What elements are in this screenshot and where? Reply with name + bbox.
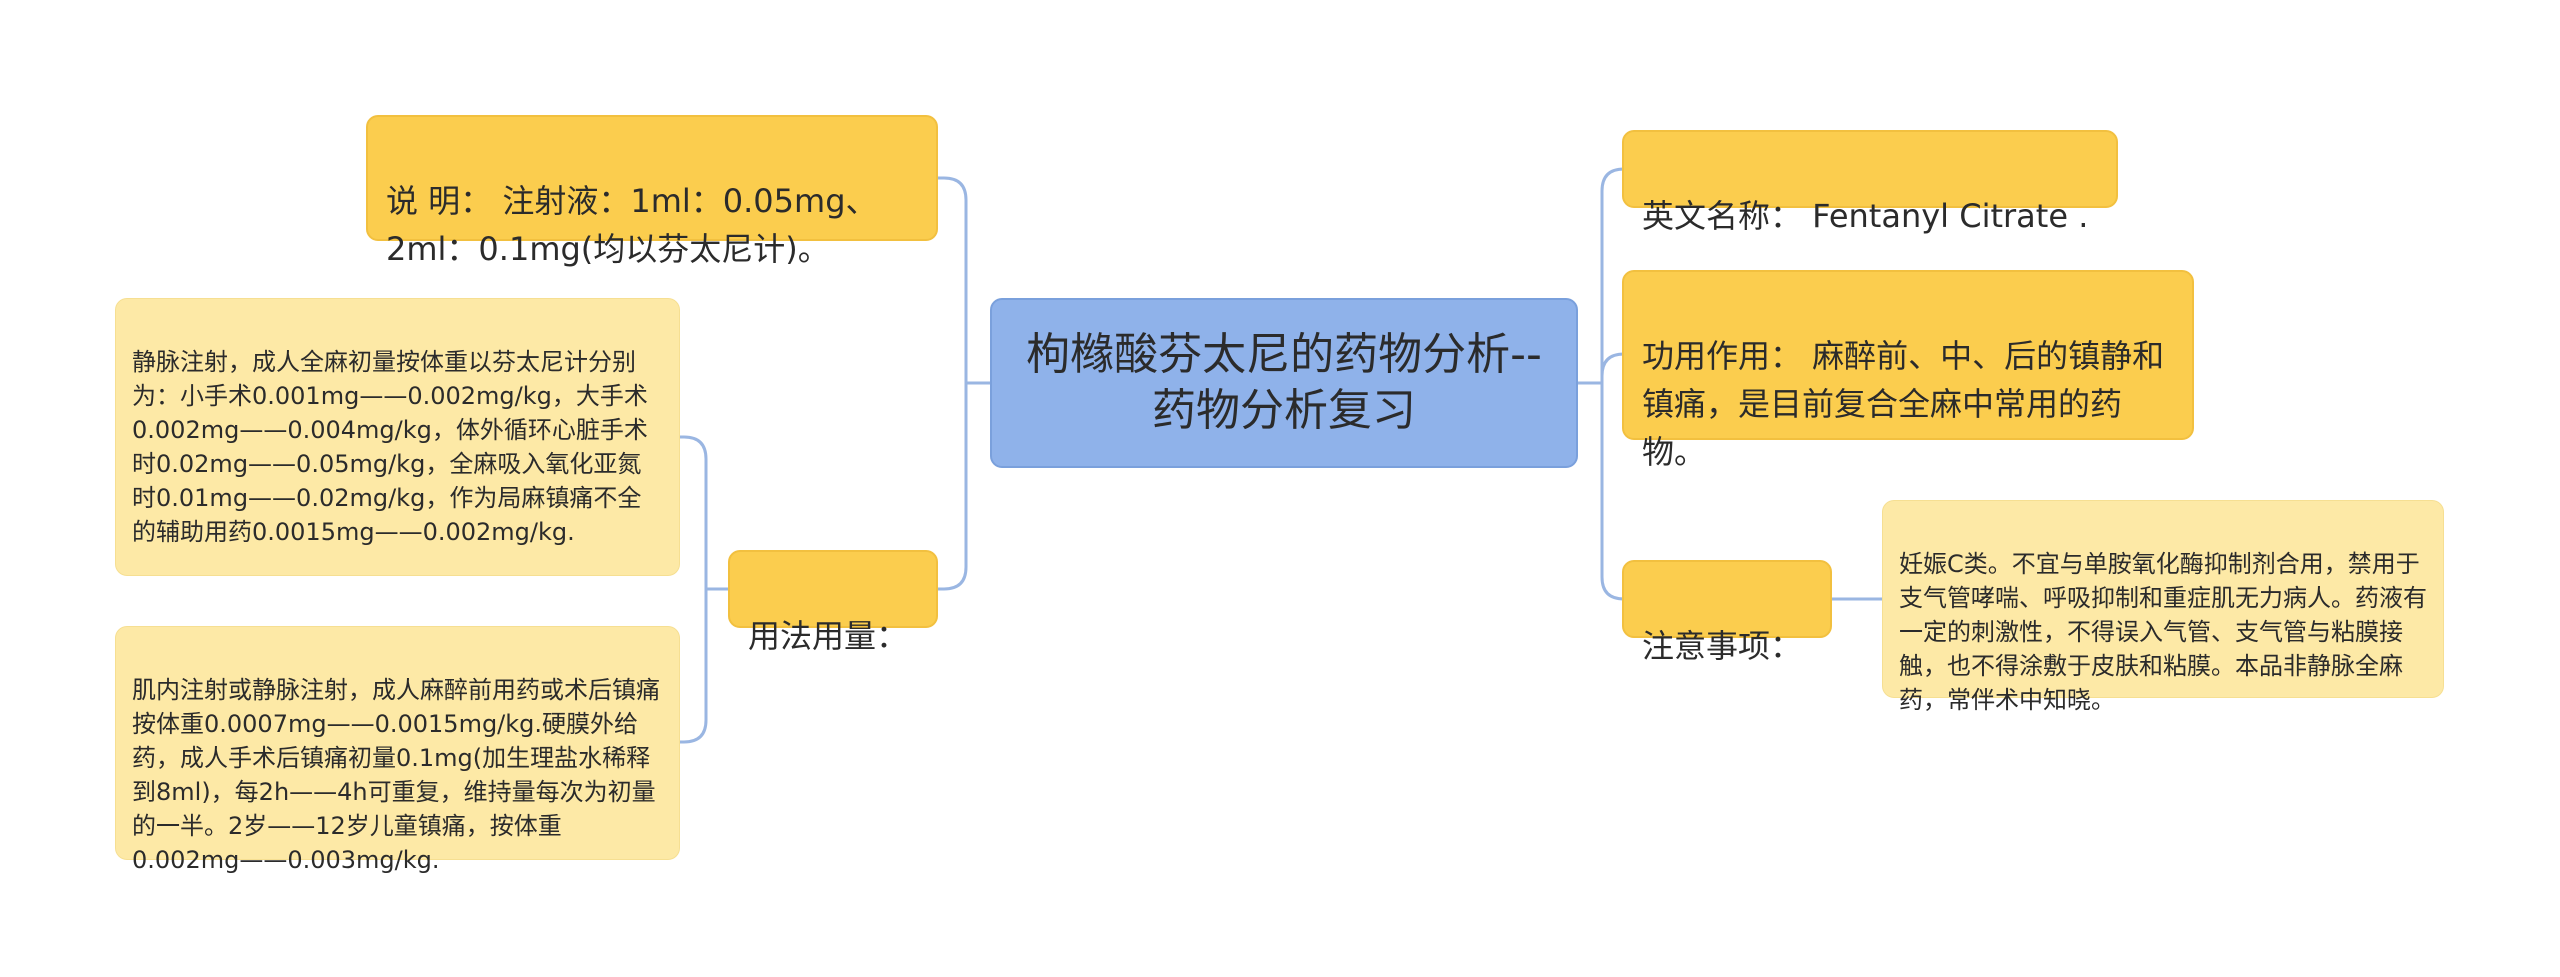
connector-to-usage-detail-2 [680,589,708,744]
function-text: 功用作用： 麻醉前、中、后的镇静和镇痛，是目前复合全麻中常用的药物。 [1642,337,2165,471]
connector-to-usage [938,383,968,591]
precautions-label: 注意事项： [1642,627,1803,665]
description-text: 说 明： 注射液：1ml：0.05mg、2ml：0.1mg(均以芬太尼计)。 [386,182,878,268]
precautions-detail[interactable]: 妊娠C类。不宜与单胺氧化酶抑制剂合用，禁用于支气管哮喘、呼吸抑制和重症肌无力病人… [1882,500,2444,714]
description-node[interactable]: 说 明： 注射液：1ml：0.05mg、2ml：0.1mg(均以芬太尼计)。 [366,115,938,268]
usage-detail-im[interactable]: 肌内注射或静脉注射，成人麻醉前用药或术后镇痛按体重0.0007mg——0.001… [115,626,680,874]
usage-node[interactable]: 用法用量： [728,550,938,655]
usage-detail-iv-text: 静脉注射，成人全麻初量按体重以芬太尼计分别为：小手术0.001mg——0.002… [132,348,648,546]
connector-to-usage-detail-1 [680,435,708,589]
central-topic[interactable]: 枸橼酸芬太尼的药物分析--药物分析复习 [990,298,1578,468]
central-topic-title: 枸橼酸芬太尼的药物分析--药物分析复习 [1026,329,1542,436]
connector-to-english-name [1600,167,1625,383]
usage-label: 用法用量： [748,617,909,655]
connector-to-description [938,176,968,383]
precautions-node[interactable]: 注意事项： [1622,560,1832,665]
usage-detail-iv[interactable]: 静脉注射，成人全麻初量按体重以芬太尼计分别为：小手术0.001mg——0.002… [115,298,680,576]
precautions-detail-text: 妊娠C类。不宜与单胺氧化酶抑制剂合用，禁用于支气管哮喘、呼吸抑制和重症肌无力病人… [1899,550,2427,714]
english-name-node[interactable]: 英文名称： Fentanyl Citrate . [1622,130,2118,235]
connector-to-function [1600,352,1625,383]
function-node[interactable]: 功用作用： 麻醉前、中、后的镇静和镇痛，是目前复合全麻中常用的药物。 [1622,270,2194,471]
english-name-text: 英文名称： Fentanyl Citrate . [1642,197,2089,235]
connector-to-precautions [1600,383,1625,601]
usage-detail-im-text: 肌内注射或静脉注射，成人麻醉前用药或术后镇痛按体重0.0007mg——0.001… [132,676,660,874]
